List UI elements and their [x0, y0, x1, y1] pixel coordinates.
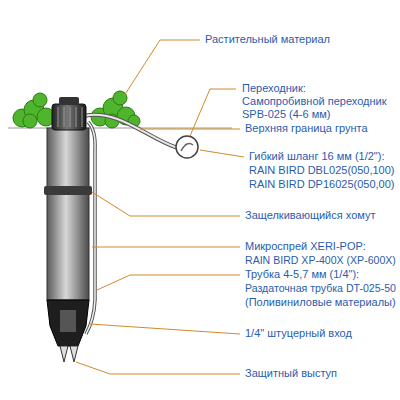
bush-leaf [33, 93, 47, 107]
callout-label: RAIN BIRD DBL025(050,100) [249, 164, 395, 177]
nozzle [59, 97, 79, 105]
leader-line [92, 192, 240, 216]
leader-line [200, 150, 244, 157]
cap-ribs [58, 107, 82, 127]
sprayer-body [47, 128, 89, 300]
rib [82, 107, 83, 127]
callout-label: Трубка 4-5,7 мм (1/4"): [245, 268, 359, 281]
callout-label: Переходник: [242, 82, 306, 95]
callout-label: Растительный материал [205, 33, 330, 46]
rib [58, 107, 59, 127]
callout-label: SPB-025 (4-6 мм) [242, 108, 331, 121]
callout-label: (Поливиниловые материалы) [245, 296, 396, 309]
leader-line [97, 275, 240, 290]
snap-clamp [44, 186, 92, 195]
bush-leaf [113, 91, 127, 105]
callout-label: Защелкивающийся хомут [245, 209, 375, 222]
leader-line [140, 129, 240, 130]
rib [70, 107, 71, 127]
protective-lug [60, 346, 78, 362]
callout-label: 1/4" штуцерный вход [245, 327, 352, 340]
callout-label: RAIN BIRD XP-400X (XP-600X) [245, 254, 396, 267]
callout-label: Самопробивной переходник [242, 95, 387, 108]
leader-line [92, 247, 240, 248]
sprayer-cap [52, 104, 86, 130]
self-piercing-adapter [181, 143, 193, 151]
bottom-housing [47, 300, 89, 346]
leader-line [124, 40, 200, 96]
distribution-tube [84, 115, 178, 148]
ground-line [8, 128, 232, 129]
hose-section [176, 136, 198, 158]
rib [64, 107, 65, 127]
inlet-fitting [60, 310, 76, 332]
callout-label: Гибкий шланг 16 мм (1/2"): [249, 150, 385, 163]
callout-label: Раздаточная трубка DT-025-50 [245, 282, 396, 295]
rib [76, 107, 77, 127]
callout-label: Микроспрей XERI-POP: [245, 240, 366, 253]
callout-label: Верхняя граница грунта [245, 122, 368, 135]
callout-label: RAIN BIRD DP16025(050,00) [249, 178, 395, 191]
leader-line [90, 324, 240, 334]
callout-label: Защитный выступ [245, 367, 337, 380]
leader-lines [76, 40, 244, 374]
leader-line [76, 362, 240, 374]
bush-leaf [23, 114, 37, 128]
tube-outline [84, 115, 178, 148]
